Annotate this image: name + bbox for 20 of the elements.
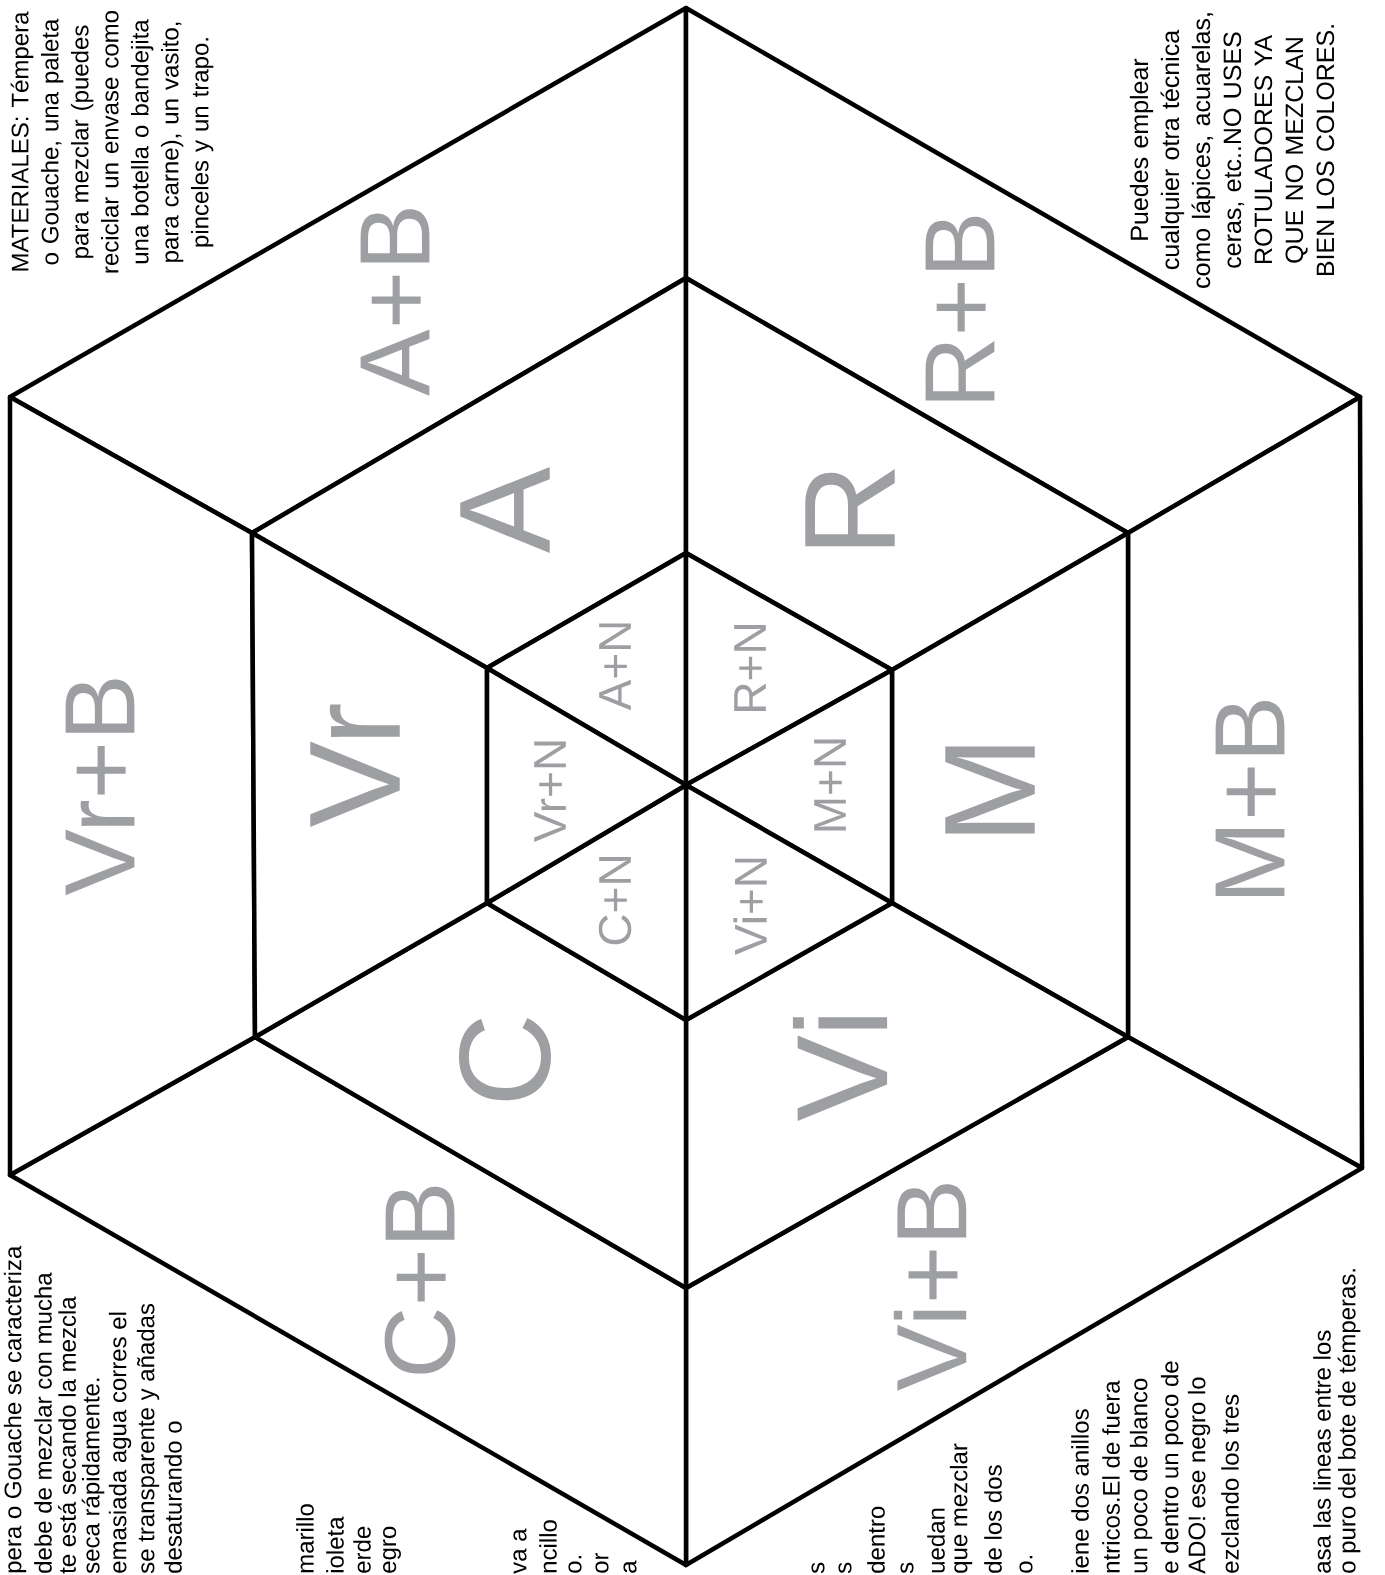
instruction-text: Puedes emplear cualquier otra técnica como lápices, acuarelas, ceras, etc..NO USES ROTULADORES YA QUE NO MEZCLAN BIEN LOS COLORES.: [1129, 13, 1335, 288]
cut-off-text: seca rápidamente.: [81, 1378, 105, 1574]
cut-off-text: ioleta: [326, 1516, 344, 1573]
cut-off-text: va a: [513, 1528, 527, 1574]
instruction-text: MATERIALES: Témpera o Gouache, una paleta para mezclar (puedes reciclar un envase como una botella o bandejita para carne), un vasito, pinceles y un trapo.: [10, 11, 214, 273]
cut-off-text: egro: [383, 1526, 401, 1573]
cut-off-text: or: [595, 1552, 609, 1573]
cut-off-text: marillo: [296, 1504, 314, 1573]
cut-off-text: desaturando o: [164, 1421, 182, 1573]
cut-off-text: te está secando la mezcla: [58, 1296, 76, 1574]
cut-off-text: a: [623, 1560, 637, 1573]
cut-off-text: ncillo: [539, 1520, 557, 1573]
hexagon-cell: M+B: [1125, 394, 1365, 1171]
cut-off-text: o.: [568, 1556, 582, 1573]
hexagon-cell: Vr+B: [7, 394, 258, 1178]
cut-off-text: debe de mezclar con mucha: [34, 1272, 52, 1573]
cut-off-text: emasiada agua corres el: [108, 1312, 132, 1573]
cut-off-text: erde: [353, 1526, 371, 1573]
cut-off-text: se transparente y añadas: [136, 1303, 160, 1574]
cut-off-text: pera o Gouache se caracteriza: [3, 1245, 27, 1573]
